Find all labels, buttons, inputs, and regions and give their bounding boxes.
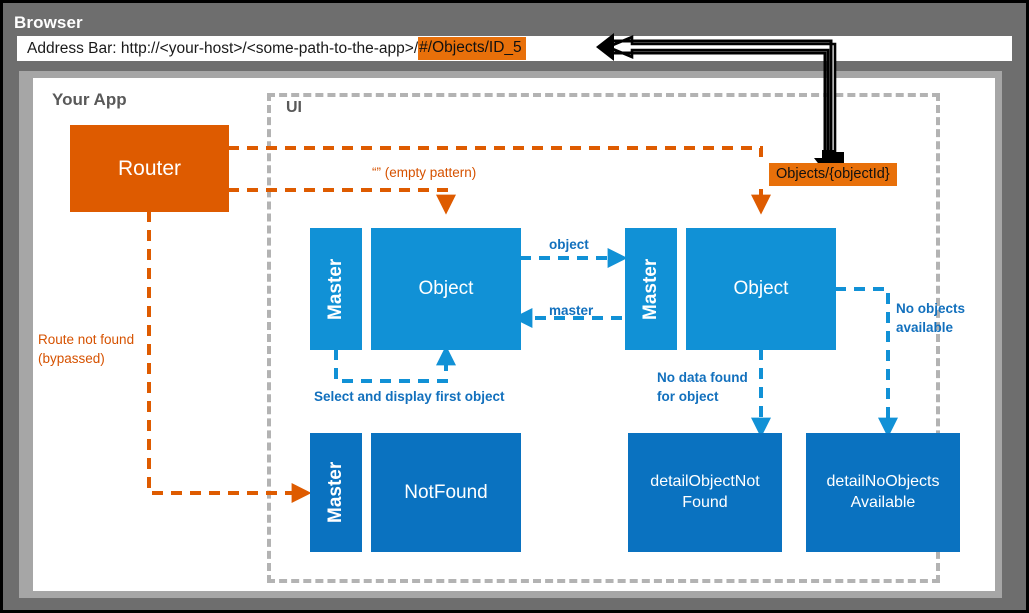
node-master-bottom[interactable]: Master: [310, 433, 362, 552]
node-object-left[interactable]: Object: [371, 228, 521, 350]
annotation-empty-pattern: “” (empty pattern): [372, 165, 477, 180]
node-detail-object-not-found[interactable]: detailObjectNot Found: [628, 433, 782, 552]
node-object-left-label: Object: [418, 278, 474, 299]
annotation-object: object: [549, 237, 589, 252]
address-bar-prefix: Address Bar: http://<your-host>/<some-pa…: [27, 39, 419, 57]
ui-region-label: UI: [286, 99, 302, 116]
address-bar-route-highlight: #/Objects/ID_5: [418, 37, 526, 60]
node-object-right-label: Object: [733, 278, 789, 299]
annotation-select-first-object: Select and display first object: [314, 389, 505, 404]
node-detail-no-objects-available-label: detailNoObjects Available: [826, 473, 940, 511]
node-router[interactable]: Router: [70, 125, 229, 212]
annotation-no-data-found: No data found for object: [657, 370, 748, 404]
node-master-top-right-label: Master: [640, 258, 661, 320]
annotation-no-objects-available: No objects available: [896, 301, 966, 335]
node-detail-no-objects-available[interactable]: detailNoObjects Available: [806, 433, 960, 552]
node-master-top-left[interactable]: Master: [310, 228, 362, 350]
node-detail-object-not-found-label: detailObjectNot Found: [650, 473, 760, 511]
node-object-right[interactable]: Object: [686, 228, 836, 350]
node-master-bottom-label: Master: [325, 461, 346, 524]
browser-title: Browser: [14, 13, 83, 32]
chip-objects-pattern: Objects/{objectId}: [769, 163, 897, 186]
annotation-master: master: [549, 303, 594, 318]
node-not-found-label: NotFound: [404, 481, 488, 503]
node-not-found[interactable]: NotFound: [371, 433, 521, 552]
node-master-top-right[interactable]: Master: [625, 228, 677, 350]
node-router-label: Router: [117, 156, 182, 180]
annotation-route-not-found: Route not found (bypassed): [38, 332, 135, 366]
address-bar[interactable]: Address Bar: http://<your-host>/<some-pa…: [17, 36, 1012, 61]
node-master-top-left-label: Master: [325, 258, 346, 320]
app-title: Your App: [52, 90, 127, 109]
